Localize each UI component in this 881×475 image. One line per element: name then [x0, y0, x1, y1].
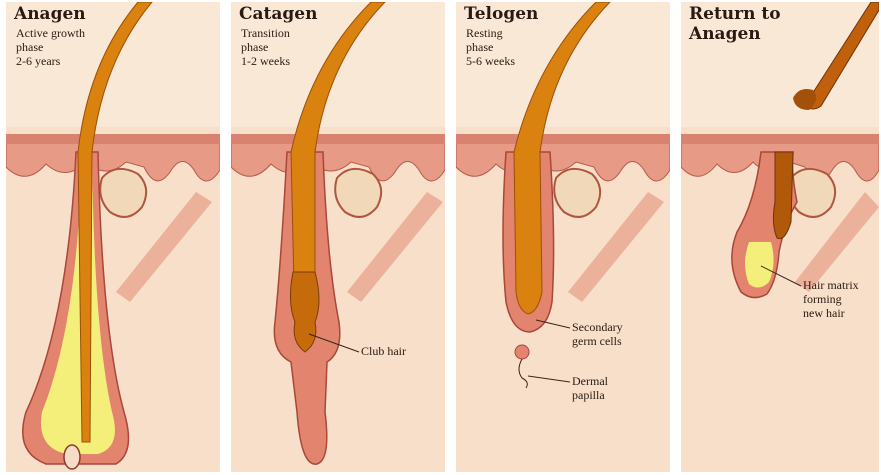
panel-title: Catagen: [239, 4, 317, 24]
catagen-illustration: [231, 2, 445, 472]
club-hair-label: Club hair: [361, 344, 406, 358]
hair-matrix-label: Hair matrix forming new hair: [803, 278, 859, 320]
panel-title: Telogen: [464, 4, 538, 24]
panel-catagen: Catagen Transition phase 1-2 weeks Club …: [231, 2, 445, 472]
panel-anagen: Anagen Active growth phase 2-6 years: [6, 2, 220, 472]
panel-subtitle: Resting phase 5-6 weeks: [466, 26, 515, 68]
panel-subtitle: Transition phase 1-2 weeks: [241, 26, 290, 68]
anagen-illustration: [6, 2, 220, 472]
secondary-germ-cells-label: Secondary germ cells: [572, 320, 623, 348]
telogen-illustration: [456, 2, 670, 472]
panel-title: Anagen: [14, 4, 86, 24]
panel-title: Return to Anagen: [689, 4, 781, 44]
return-to-anagen-illustration: [681, 2, 879, 472]
panel-telogen: Telogen Resting phase 5-6 weeks Secondar…: [456, 2, 670, 472]
panel-return-to-anagen: Return to Anagen Hair matrix forming new…: [681, 2, 879, 472]
panel-subtitle: Active growth phase 2-6 years: [16, 26, 85, 68]
dermal-papilla-label: Dermal papilla: [572, 374, 608, 402]
